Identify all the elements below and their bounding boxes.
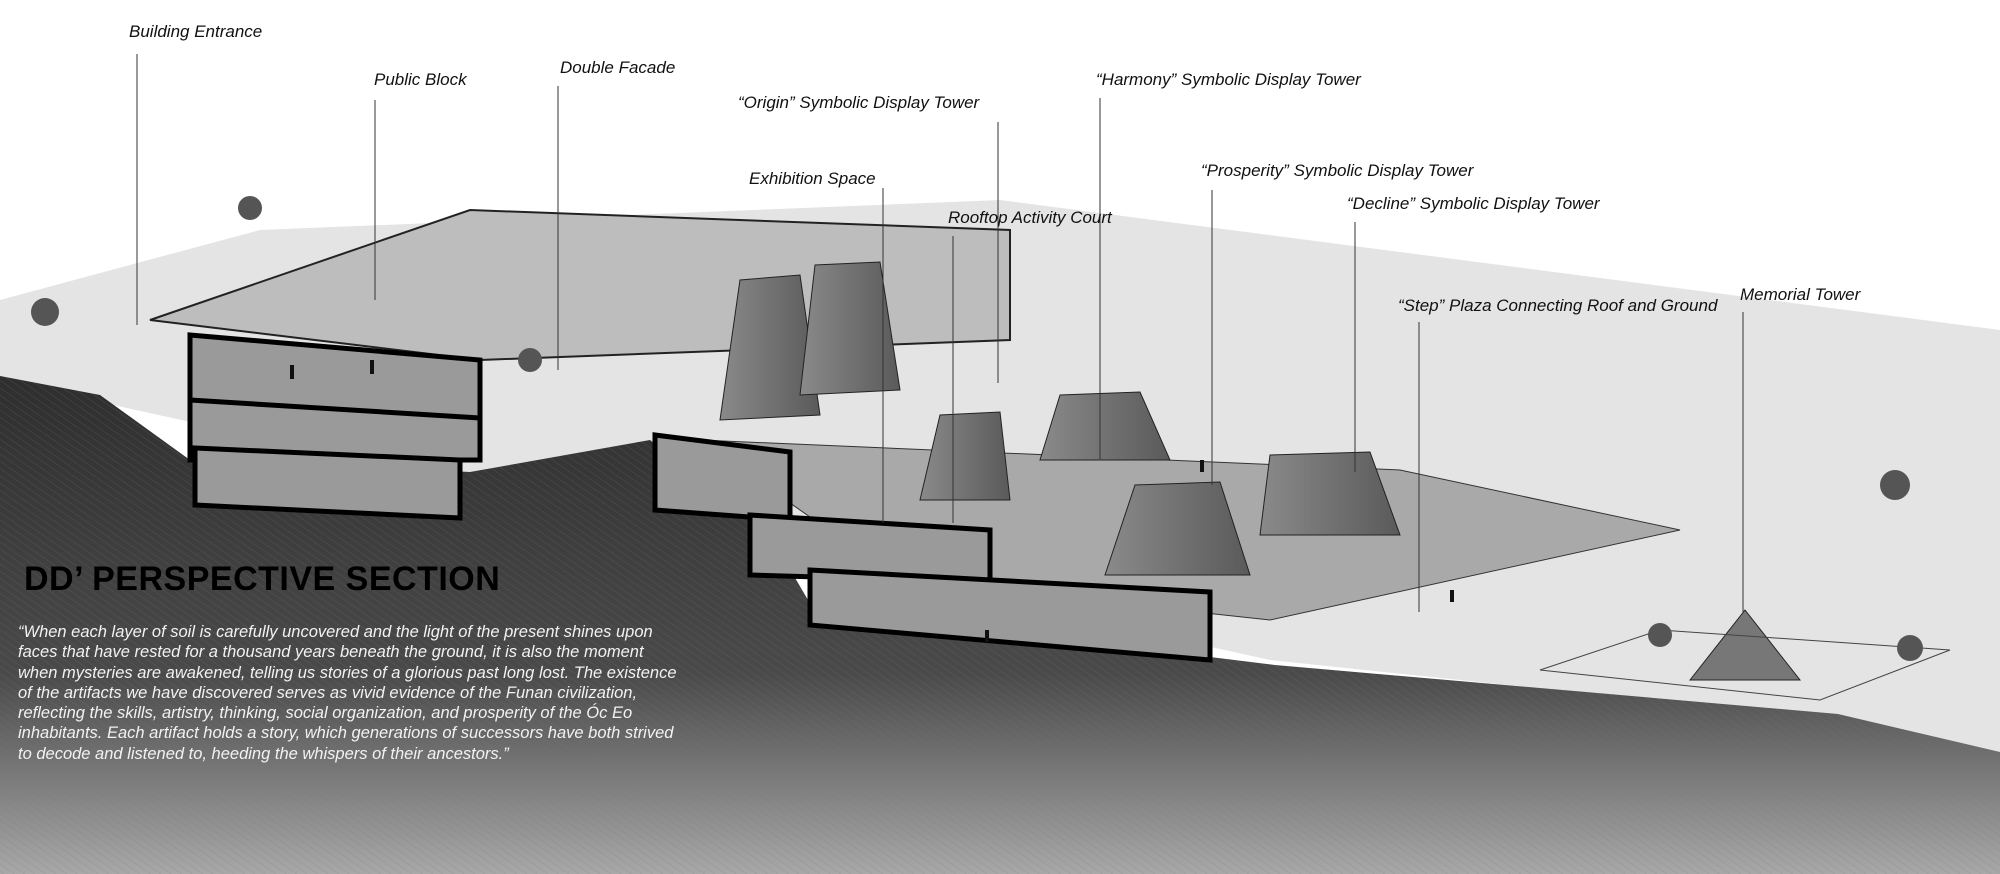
memorial-plaza [1539,629,1951,701]
leader-lines [136,54,1744,612]
label-prosperity-tower: “Prosperity” Symbolic Display Tower [1201,161,1474,180]
exhibition-tower [919,411,1011,501]
label-exhibition-space: Exhibition Space [749,169,876,188]
quote-line: when mysteries are awakened, telling us … [18,663,677,682]
decline-tower [1259,451,1401,536]
label-origin-tower: “Origin” Symbolic Display Tower [738,93,980,112]
quote-line: “When each layer of soil is carefully un… [18,623,653,641]
memorial-tower [1688,609,1802,681]
people [290,360,1454,642]
origin-tower [719,261,901,421]
label-building-entrance: Building Entrance [129,22,263,41]
quote-line: to decode and listened to, heeding the w… [18,744,509,763]
label-rooftop-court: Rooftop Activity Court [948,208,1112,227]
trees [31,196,1923,661]
label-double-facade: Double Facade [560,58,676,77]
label-harmony-tower: “Harmony” Symbolic Display Tower [1096,70,1361,89]
label-step-plaza: “Step” Plaza Connecting Roof and Ground [1398,296,1718,315]
harmony-tower [1039,391,1171,461]
label-memorial-tower: Memorial Tower [1740,285,1861,304]
quote-line: reflecting the skills, artistry, thinkin… [18,704,633,723]
quote-line: of the artifacts we have discovered serv… [18,683,638,702]
label-public-block: Public Block [374,70,467,89]
quote-line: inhabitants. Each artifact holds a story… [18,724,674,743]
quote-line: faces that have rested for a thousand ye… [18,643,644,662]
section-title: DD’ PERSPECTIVE SECTION [24,560,501,598]
underground-rooms [187,332,1213,663]
label-decline-tower: “Decline” Symbolic Display Tower [1347,194,1600,213]
quote-text: “When each layer of soil is carefully un… [18,622,778,764]
prosperity-tower [1104,481,1251,576]
